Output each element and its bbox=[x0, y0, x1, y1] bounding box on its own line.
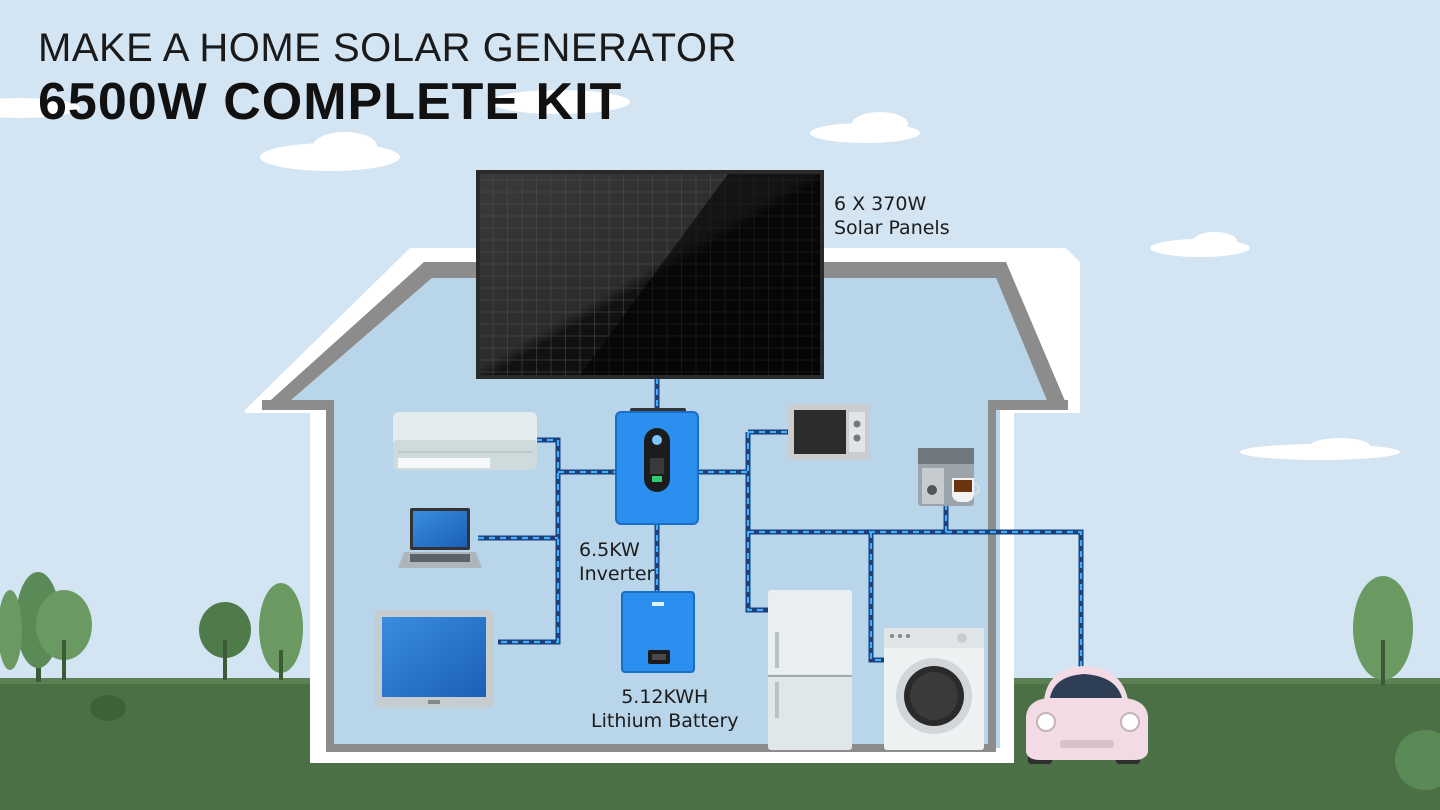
battery-label: 5.12KWH Lithium Battery bbox=[591, 685, 739, 733]
solar-panels-name: Solar Panels bbox=[834, 217, 950, 239]
microwave-icon bbox=[788, 404, 870, 460]
inverter-icon bbox=[615, 408, 699, 525]
inverter-name: Inverter bbox=[579, 563, 655, 585]
laptop-icon bbox=[398, 508, 482, 568]
tv-monitor-icon bbox=[375, 610, 493, 708]
solar-panels-label: 6 X 370W Solar Panels bbox=[834, 192, 950, 240]
refrigerator-icon bbox=[768, 590, 852, 750]
title-line-1: MAKE A HOME SOLAR GENERATOR bbox=[38, 26, 737, 70]
inverter-label: 6.5KW Inverter bbox=[579, 538, 654, 586]
battery-spec: 5.12KWH bbox=[621, 686, 709, 708]
washing-machine-icon bbox=[884, 628, 984, 750]
title-line-2: 6500W COMPLETE KIT bbox=[38, 73, 623, 131]
car-icon bbox=[1026, 666, 1148, 764]
air-conditioner-icon bbox=[393, 412, 537, 470]
inverter-spec: 6.5KW bbox=[579, 539, 640, 561]
solar-panel-icon bbox=[476, 170, 824, 379]
battery-name: Lithium Battery bbox=[591, 710, 739, 732]
tree-icon bbox=[0, 572, 303, 721]
coffee-machine-icon bbox=[918, 448, 980, 506]
tree-icon bbox=[1353, 576, 1440, 790]
solar-panels-spec: 6 X 370W bbox=[834, 193, 927, 215]
battery-icon bbox=[621, 591, 695, 673]
